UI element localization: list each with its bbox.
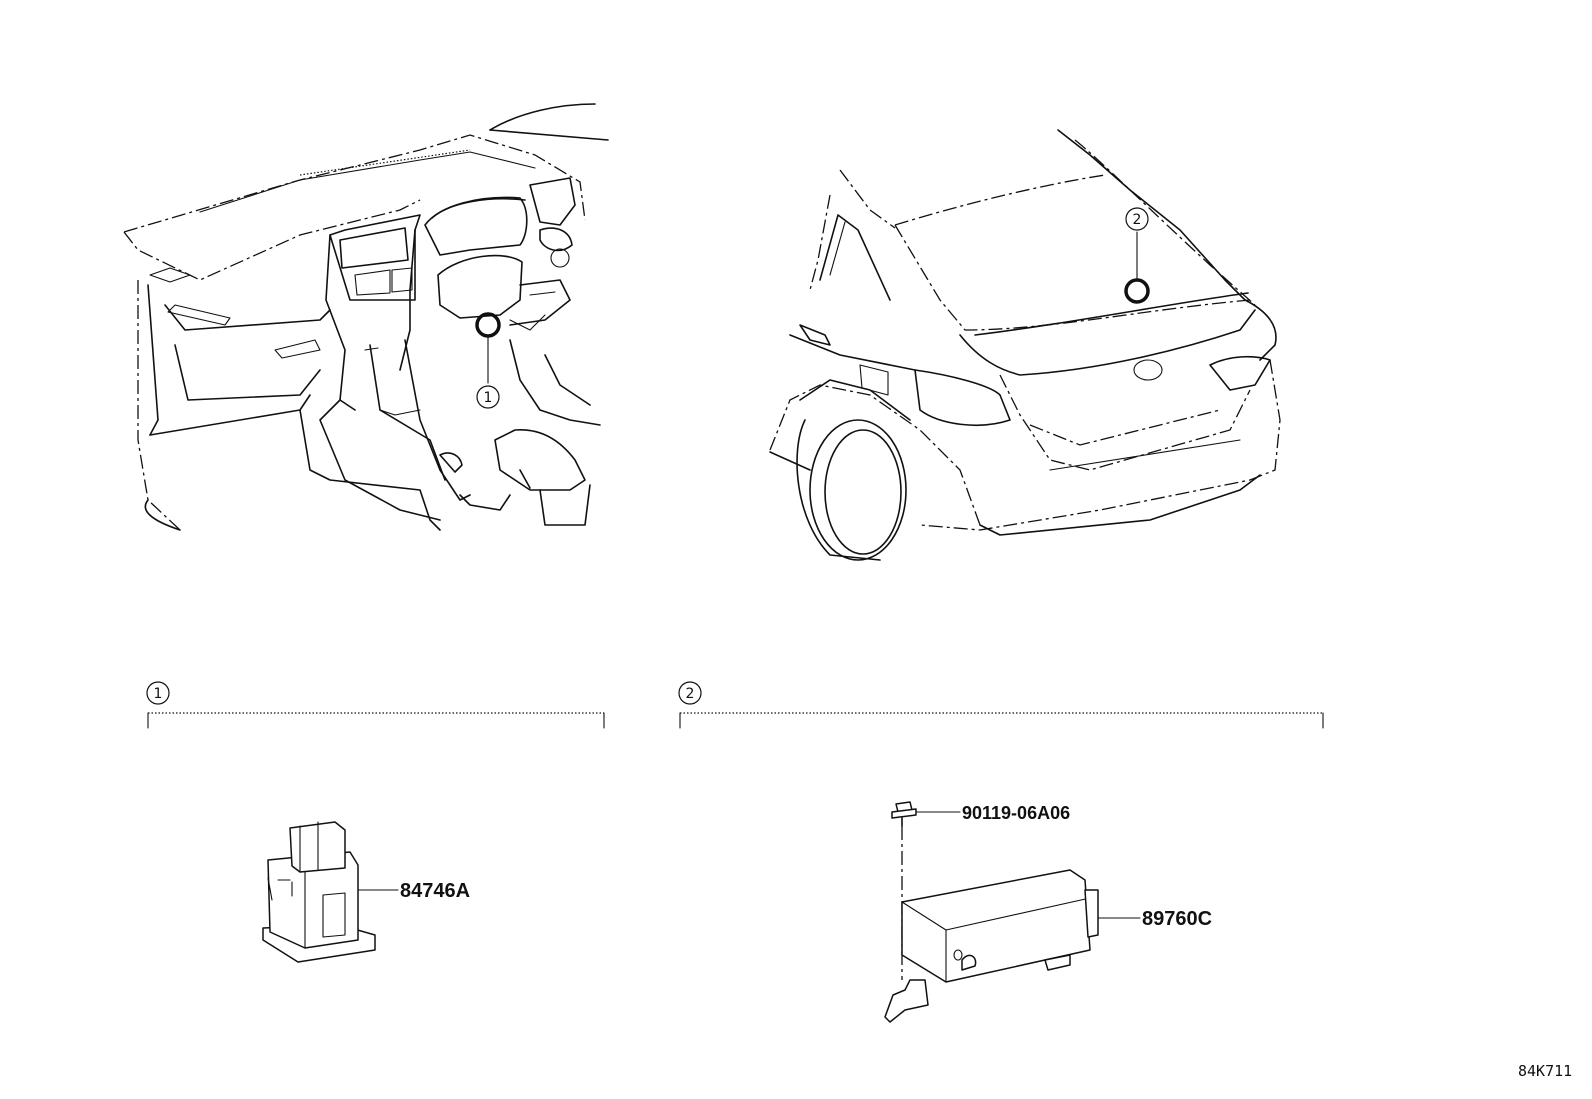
callout-1-dash [476,385,500,409]
location-marker-1 [475,312,501,338]
part-number-90119-06A06: 90119-06A06 [962,803,1070,823]
diagram-code: 84K711 [1518,1062,1572,1080]
dashboard-illustration: 1 [123,103,609,531]
callout-1-dash-label: 1 [484,390,493,406]
part-number-89760C: 89760C [1142,908,1212,930]
section-1: 1 84746A [146,681,605,963]
section-2-callout-label: 2 [686,686,695,702]
location-marker-2 [1124,278,1150,304]
part-number-84746A: 84746A [400,880,470,902]
switch-part-drawing [262,821,376,963]
module-drawing [884,869,1099,1023]
section-2: 2 90119-06A06 89760C [678,681,1324,1023]
section-2-callout [678,681,702,705]
section-1-callout-label: 1 [154,686,163,702]
rear-car-illustration: 2 [769,129,1281,561]
callout-2-car [1125,207,1149,231]
callout-2-car-label: 2 [1133,212,1142,228]
section-1-callout [146,681,170,705]
